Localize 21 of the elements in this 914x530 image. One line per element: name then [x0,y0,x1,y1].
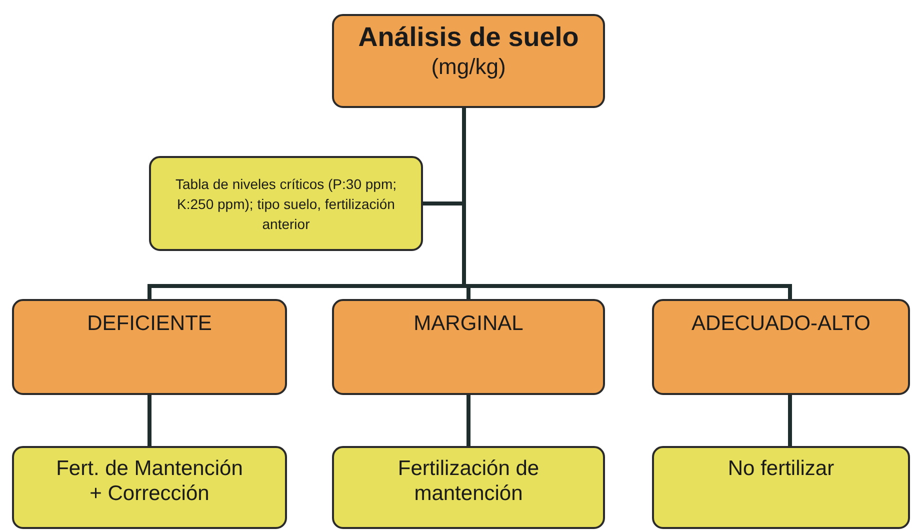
node-text: DEFICIENTE [87,311,212,337]
node-text: No fertilizar [728,456,834,481]
connector-line [148,395,152,446]
analysis-box [332,14,605,108]
category-box [652,299,910,395]
connector-line [462,108,792,299]
action-box [652,446,910,529]
node-text: ADECUADO-ALTO [692,311,870,337]
category-box [12,299,287,395]
unit-text: (mg/kg) [431,53,506,81]
connector-line [788,395,792,446]
criteria-box [149,156,423,251]
node-text: Tabla de niveles críticos (P:30 ppm; K:250 ppm); tipo suelo, fertilización anterior [174,174,398,234]
node-text: Fert. de Mantención + Corrección [55,456,244,506]
node-text: MARGINAL [414,311,524,337]
connector-line [466,395,470,446]
title-text: Análisis de suelo [358,22,579,52]
node-text: Fertilización de mantención [396,456,540,506]
action-box [12,446,287,529]
category-box [332,299,605,395]
action-box [332,446,605,529]
